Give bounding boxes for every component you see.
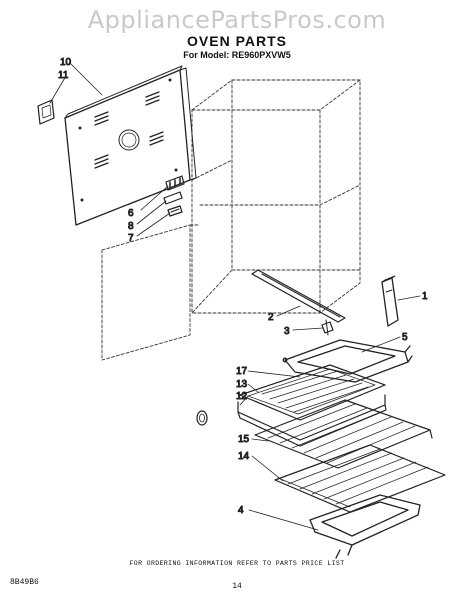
knob-part-17 bbox=[196, 410, 208, 426]
clip-part-7 bbox=[167, 205, 183, 217]
terminal-block-part-6 bbox=[165, 175, 185, 191]
broil-pan-insert-part-13 bbox=[239, 364, 386, 421]
callout-2: 2 bbox=[268, 312, 274, 323]
model-subtitle: For Model: RE960PXVW5 bbox=[183, 50, 291, 60]
callout-10: 10 bbox=[60, 57, 72, 68]
callout-13: 13 bbox=[236, 379, 248, 390]
oven-cabinet-outline bbox=[191, 79, 361, 314]
leader-lines bbox=[49, 61, 421, 531]
callout-labels: 10 11 6 8 7 1 2 3 5 17 13 12 15 14 4 bbox=[58, 57, 429, 517]
callout-11: 11 bbox=[58, 70, 69, 81]
callout-15: 15 bbox=[238, 434, 250, 445]
oven-rack-part-15 bbox=[254, 399, 433, 469]
callout-3: 3 bbox=[284, 326, 290, 337]
bake-element-part-5 bbox=[282, 339, 413, 383]
oven-rack-part-14 bbox=[274, 444, 446, 513]
rear-panel-part-10 bbox=[64, 65, 197, 226]
callout-14: 14 bbox=[238, 451, 250, 462]
broil-element-part-4 bbox=[309, 494, 421, 559]
callout-4: 4 bbox=[238, 505, 244, 516]
page-number: 14 bbox=[232, 582, 242, 591]
element-part-1 bbox=[381, 275, 399, 327]
callout-12: 12 bbox=[236, 391, 248, 402]
ordering-note: FOR ORDERING INFORMATION REFER TO PARTS … bbox=[129, 560, 345, 567]
plate-part-11 bbox=[37, 99, 55, 125]
callout-5: 5 bbox=[402, 332, 408, 343]
page-title: OVEN PARTS bbox=[187, 33, 287, 49]
callout-1: 1 bbox=[422, 291, 428, 302]
callout-8: 8 bbox=[128, 221, 134, 232]
clip-part-3 bbox=[321, 319, 334, 336]
document-number: 8B49B6 bbox=[10, 578, 39, 587]
callout-6: 6 bbox=[128, 208, 134, 219]
watermark: AppliancePartsPros.com bbox=[87, 6, 387, 34]
bottom-rail-part-2 bbox=[251, 269, 346, 323]
broil-pan-part-12 bbox=[237, 394, 387, 447]
callout-17: 17 bbox=[236, 366, 248, 377]
lower-side-panel-outline bbox=[101, 224, 201, 361]
bracket-part-8 bbox=[163, 191, 183, 205]
callout-7: 7 bbox=[128, 233, 134, 244]
